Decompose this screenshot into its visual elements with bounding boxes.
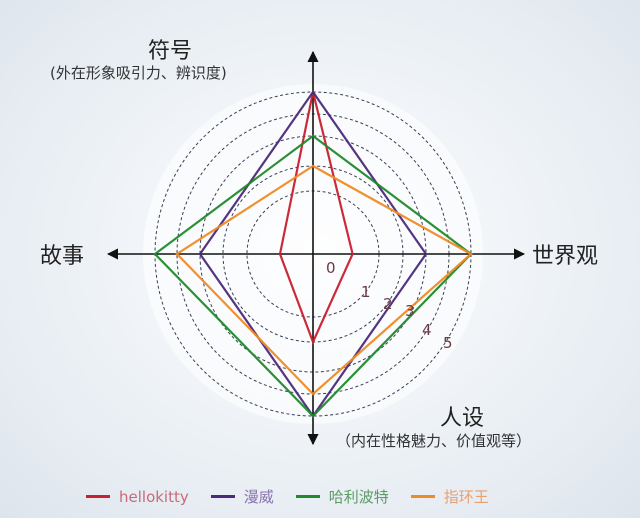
legend-label: hellokitty: [119, 487, 189, 506]
ring-value-label: 2: [383, 295, 393, 313]
legend-item-lotr[interactable]: 指环王: [410, 486, 489, 507]
axis-title-worldview: 世界观: [532, 244, 599, 269]
axis-subtitle-symbol: (外在形象吸引力、辨识度): [50, 64, 227, 82]
legend: hellokitty 漫威 哈利波特 指环王: [86, 486, 489, 507]
legend-label: 漫威: [243, 488, 274, 506]
legend-swatch-marvel: [210, 495, 235, 498]
legend-label: 哈利波特: [328, 488, 389, 506]
ring-value-label: 0: [326, 259, 336, 277]
axis-subtitle-persona: （内在性格魅力、价值观等）: [336, 432, 532, 450]
ring-value-label: 5: [443, 334, 453, 352]
legend-item-marvel[interactable]: 漫威: [210, 486, 274, 507]
legend-label: 指环王: [443, 488, 489, 506]
legend-swatch-harry-potter: [295, 495, 320, 498]
axis-title-story: 故事: [40, 244, 85, 269]
series-3-polygon: [175, 164, 473, 396]
ring-value-label: 1: [361, 283, 371, 301]
legend-swatch-lotr: [410, 495, 435, 498]
series-0-polygon: [278, 91, 354, 345]
legend-item-harry-potter[interactable]: 哈利波特: [295, 486, 389, 507]
ring-value-label: 4: [422, 321, 432, 339]
axis-title-symbol: 符号: [148, 39, 193, 64]
series-2-polygon: [153, 134, 473, 418]
axis-title-persona: 人设: [440, 406, 485, 431]
ring-value-label: 3: [405, 302, 415, 320]
legend-item-hellokitty[interactable]: hellokitty: [86, 488, 189, 506]
legend-swatch-hellokitty: [86, 495, 110, 498]
